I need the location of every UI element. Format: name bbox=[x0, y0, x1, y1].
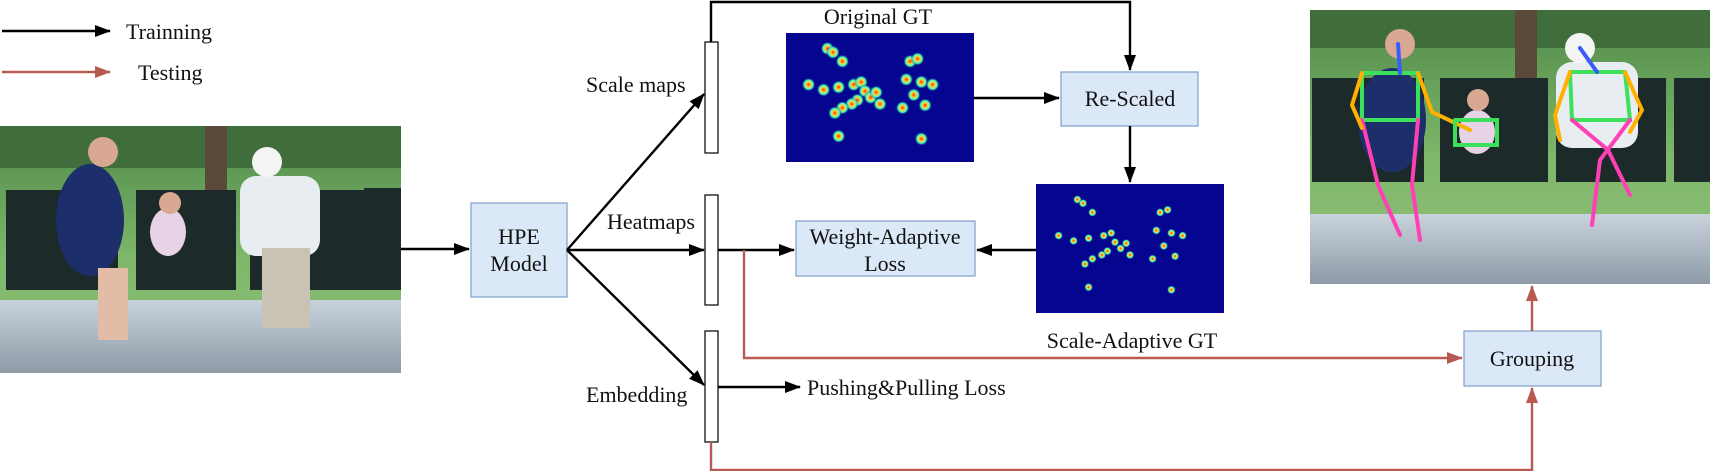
heatmap-keypoint bbox=[1166, 228, 1176, 238]
grouping-label: Grouping bbox=[1490, 346, 1574, 371]
arrow-hpe-to-scale-maps bbox=[566, 93, 705, 251]
scale-maps-label: Scale maps bbox=[586, 72, 686, 97]
heatmap-keypoint bbox=[918, 98, 933, 113]
heatmap-keypoint bbox=[925, 77, 940, 92]
testing-arrows bbox=[709, 250, 1538, 471]
heatmap-keypoint bbox=[1159, 241, 1169, 251]
pushing-pulling-loss-label: Pushing&Pulling Loss bbox=[807, 375, 1006, 400]
legend-training-label: Trainning bbox=[126, 19, 212, 44]
heatmap-keypoint bbox=[1084, 233, 1094, 243]
arrow-heatmaps-to-grouping bbox=[742, 250, 1463, 364]
heatmap-keypoint bbox=[1069, 236, 1079, 246]
weight-adaptive-loss-box: Weight-Adaptive Loss bbox=[795, 220, 976, 277]
legend-testing-label: Testing bbox=[138, 60, 202, 85]
re-scaled-box: Re-Scaled bbox=[1060, 71, 1199, 127]
heatmap-keypoint bbox=[1178, 231, 1188, 241]
hpe-model-box: HPE Model bbox=[470, 202, 568, 298]
arrow-embedding-to-grouping bbox=[709, 387, 1538, 471]
grouping-box: Grouping bbox=[1463, 330, 1602, 387]
heatmap-keypoint bbox=[1106, 228, 1116, 238]
heatmap-keypoint bbox=[1099, 231, 1109, 241]
scale-adaptive-gt-label: Scale-Adaptive GT bbox=[1047, 328, 1218, 353]
original-gt-label: Original GT bbox=[824, 4, 933, 29]
heatmap-keypoint bbox=[1151, 225, 1161, 235]
arrow-hpe-to-embedding bbox=[566, 249, 705, 386]
re-scaled-label: Re-Scaled bbox=[1085, 86, 1175, 111]
heatmap-keypoint bbox=[1148, 254, 1158, 264]
heatmap-keypoint bbox=[899, 72, 914, 87]
heatmap-keypoint bbox=[906, 87, 921, 102]
heatmap-keypoint bbox=[910, 51, 925, 66]
heatmap-keypoint bbox=[1163, 205, 1173, 215]
weight-adaptive-loss-label-line1: Weight-Adaptive bbox=[810, 224, 961, 249]
heatmap-keypoint bbox=[1170, 251, 1180, 261]
arrow-scale-maps-to-re-scaled bbox=[709, 0, 1136, 71]
heatmap-keypoint bbox=[873, 97, 887, 111]
heatmap-keypoint bbox=[1097, 250, 1107, 260]
original-gt-heatmap bbox=[786, 33, 974, 162]
heatmap-keypoint bbox=[1054, 231, 1064, 241]
heatmap-keypoint bbox=[1080, 259, 1090, 269]
heatmap-keypoint bbox=[895, 100, 910, 115]
heatmap-keypoint bbox=[831, 80, 846, 95]
heatmap-keypoint bbox=[1087, 254, 1097, 264]
heatmaps-bar bbox=[704, 194, 719, 306]
hpe-model-label-line1: HPE bbox=[498, 224, 540, 249]
embedding-label: Embedding bbox=[586, 382, 687, 407]
heatmap-keypoint bbox=[801, 77, 816, 92]
heatmap-keypoint bbox=[826, 45, 840, 60]
heatmap-keypoint bbox=[1078, 198, 1088, 208]
heatmap-keypoint bbox=[914, 75, 929, 89]
training-arrows bbox=[401, 0, 1136, 393]
scale-maps-bar bbox=[704, 41, 719, 154]
output-photo bbox=[1310, 10, 1710, 284]
heatmap-keypoint bbox=[869, 85, 884, 100]
heatmap-keypoint bbox=[1110, 237, 1120, 247]
heatmap-keypoint bbox=[831, 129, 846, 144]
heatmap-keypoint bbox=[827, 106, 842, 120]
embedding-bar bbox=[704, 330, 719, 443]
hpe-model-label-line2: Model bbox=[490, 251, 547, 276]
heatmap-keypoint bbox=[1087, 207, 1097, 217]
heatmap-keypoint bbox=[816, 82, 831, 97]
heatmap-keypoint bbox=[1125, 250, 1135, 260]
scale-adaptive-gt-heatmap bbox=[1036, 184, 1224, 313]
heatmaps-label: Heatmaps bbox=[607, 209, 695, 234]
heatmap-keypoint bbox=[835, 54, 850, 69]
input-photo bbox=[0, 126, 401, 373]
heatmap-keypoint bbox=[1084, 282, 1094, 292]
legend: Trainning Testing bbox=[2, 19, 212, 85]
heatmap-keypoint bbox=[1166, 285, 1176, 295]
heatmap-keypoint bbox=[1121, 238, 1131, 248]
heatmap-keypoint bbox=[914, 131, 929, 146]
weight-adaptive-loss-label-line2: Loss bbox=[864, 251, 906, 276]
heatmap-keypoint bbox=[1155, 207, 1165, 217]
